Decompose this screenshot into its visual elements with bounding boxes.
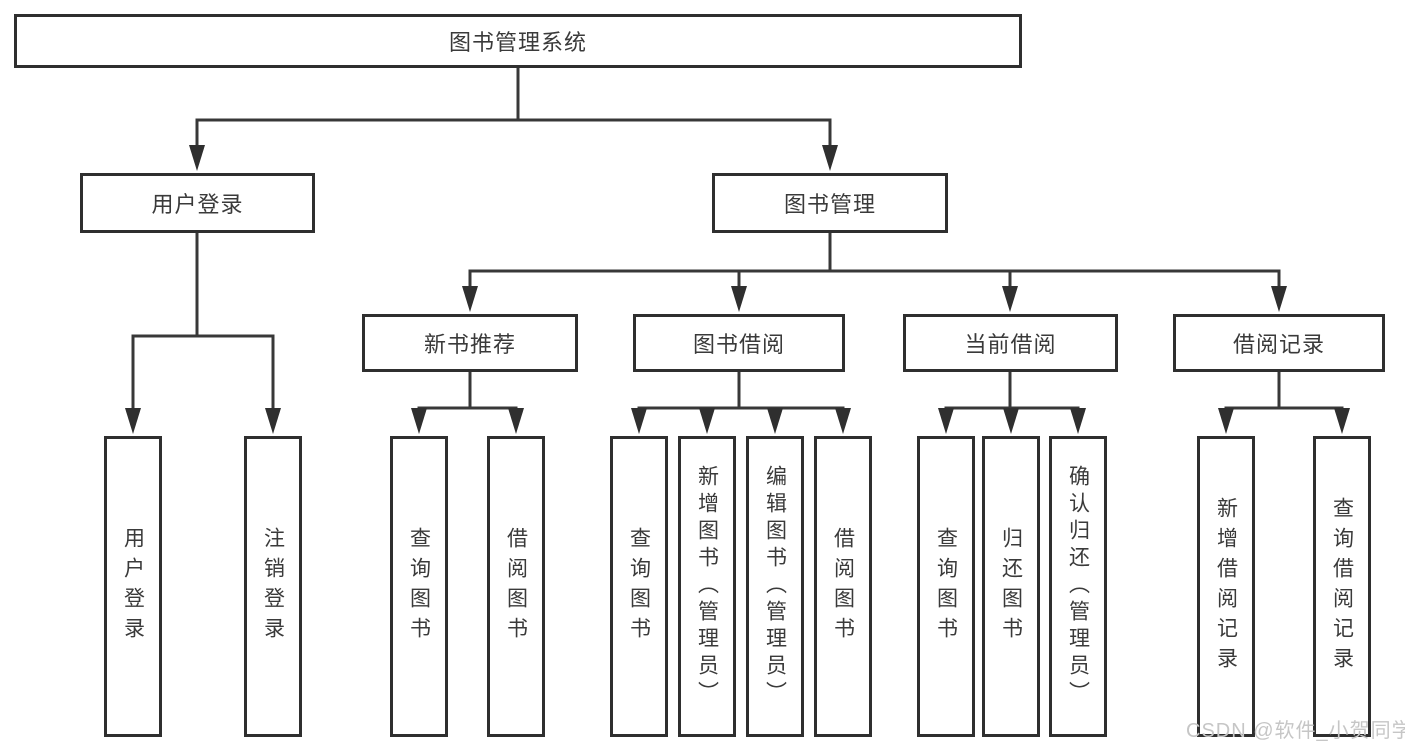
leaf-label: 注销登录 — [261, 526, 285, 647]
node-label: 图书管理 — [783, 192, 876, 217]
node-label: 新书推荐 — [423, 332, 516, 357]
node-label: 图书借阅 — [692, 332, 785, 357]
leaf-add-borrow-record: 新增借阅记录 — [1197, 436, 1255, 737]
leaf-label: 用户登录 — [121, 526, 145, 647]
leaf-return-book: 归还图书 — [982, 436, 1040, 737]
leaf-logout: 注销登录 — [244, 436, 302, 737]
leaf-borrow-book: 借阅图书 — [814, 436, 872, 737]
node-user-login: 用户登录 — [80, 173, 315, 233]
leaf-label: 查询借阅记录 — [1330, 496, 1354, 677]
leaf-label: 查询图书 — [934, 526, 958, 647]
node-label: 借阅记录 — [1232, 332, 1325, 357]
node-new-book-recommend: 新书推荐 — [362, 314, 578, 372]
leaf-label: 查询图书 — [407, 526, 431, 647]
leaf-label: 编辑图书（管理员） — [763, 465, 787, 708]
leaf-borrow-book-recommend: 借阅图书 — [487, 436, 545, 737]
node-library-management-system: 图书管理系统 — [14, 14, 1022, 68]
leaf-add-book-admin: 新增图书（管理员） — [678, 436, 736, 737]
leaf-query-book-current: 查询图书 — [917, 436, 975, 737]
leaf-user-login: 用户登录 — [104, 436, 162, 737]
leaf-confirm-return-admin: 确认归还（管理员） — [1049, 436, 1107, 737]
node-label: 当前借阅 — [964, 332, 1057, 357]
leaf-label: 确认归还（管理员） — [1066, 465, 1090, 708]
leaf-label: 借阅图书 — [504, 526, 528, 647]
leaf-label: 归还图书 — [999, 526, 1023, 647]
leaf-query-book-recommend: 查询图书 — [390, 436, 448, 737]
leaf-label: 借阅图书 — [831, 526, 855, 647]
node-label: 用户登录 — [151, 192, 244, 217]
leaf-query-book-borrow: 查询图书 — [610, 436, 668, 737]
leaf-label: 新增借阅记录 — [1214, 496, 1238, 677]
node-borrow-record: 借阅记录 — [1173, 314, 1385, 372]
node-label: 图书管理系统 — [448, 30, 587, 55]
leaf-edit-book-admin: 编辑图书（管理员） — [746, 436, 804, 737]
node-book-borrow: 图书借阅 — [633, 314, 845, 372]
arrowheads — [125, 145, 1350, 434]
node-current-borrow: 当前借阅 — [903, 314, 1118, 372]
node-book-management: 图书管理 — [712, 173, 948, 233]
leaf-label: 新增图书（管理员） — [695, 465, 719, 708]
csdn-watermark: CSDN @软件_小贺同学 — [1186, 720, 1405, 742]
leaf-query-borrow-record: 查询借阅记录 — [1313, 436, 1371, 737]
leaf-label: 查询图书 — [627, 526, 651, 647]
